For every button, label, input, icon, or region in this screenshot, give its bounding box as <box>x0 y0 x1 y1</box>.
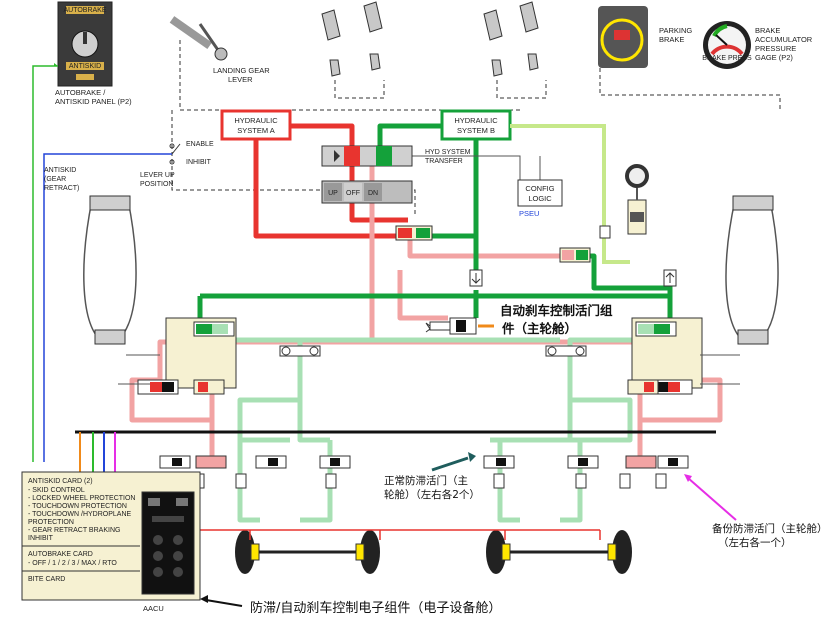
left-metering-valve <box>165 317 237 389</box>
aacu-arrow <box>205 599 243 607</box>
autobrake-valve-annotation-2: 件（主轮舱） <box>502 321 577 336</box>
right-backup-antiskid-valve <box>651 379 693 395</box>
right-metering-valve <box>631 317 703 389</box>
config-logic-label-1: CONFIG <box>525 184 554 193</box>
brake-shuttle-valve-left <box>279 345 321 357</box>
parking-brake-label-1: PARKING <box>659 26 692 35</box>
pseu-label: PSEU <box>519 209 539 218</box>
selector-dn: DN <box>368 190 378 197</box>
autobrake-panel-label-2: ANTISKID PANEL (P2) <box>55 97 132 106</box>
hyd-system-transfer-valve <box>321 145 413 167</box>
autobrake-control-valve <box>425 317 477 335</box>
bite-card-title: BITE CARD <box>28 576 65 583</box>
brake-pedals-left <box>321 1 383 77</box>
lever-up-label-2: POSITION <box>140 181 173 188</box>
center-metering-block-left <box>193 379 225 395</box>
accumulator-label-4: GAGE (P2) <box>755 53 793 62</box>
hydraulic-a-label-1: HYDRAULIC <box>234 116 278 125</box>
parking-brake-label-2: BRAKE <box>659 35 684 44</box>
config-logic-box: CONFIG LOGIC <box>517 179 563 207</box>
wheel-2 <box>355 530 380 574</box>
hydraulic-system-a-box: HYDRAULIC SYSTEM A <box>220 109 292 141</box>
parking-brake-valve <box>559 247 591 263</box>
antiskid-card-item-7: INHIBIT <box>28 535 54 542</box>
autobrake-antiskid-panel: AUTOBRAKE ANTISKID <box>57 1 113 87</box>
normal-antiskid-valves <box>159 455 689 469</box>
check-valve-accumulator-arrow <box>665 272 675 283</box>
lever-up-label-1: LEVER UP <box>140 172 175 179</box>
hydraulic-b-label-1: HYDRAULIC <box>454 116 498 125</box>
selector-up: UP <box>328 190 338 197</box>
autobrake-panel-label-1: AUTOBRAKE / <box>55 88 106 97</box>
left-backup-antiskid-valve <box>137 379 179 395</box>
accumulator-label-1: BRAKE <box>755 26 780 35</box>
landing-gear-lever-label-2: LEVER <box>228 75 253 84</box>
accumulator-pressure-gauge: BRAKE PRESS <box>702 21 752 69</box>
lever-position-switch <box>169 143 181 165</box>
antiskid-retract-label-3: RETRACT) <box>44 185 79 192</box>
wheel-speed-wiring <box>196 529 601 540</box>
normal-antiskid-annotation-1: 正常防滞活门（主 <box>384 474 468 487</box>
antiskid-retract-label-2: (GEAR <box>44 176 66 183</box>
autobrake-panel-title: AUTOBRAKE <box>63 7 106 14</box>
system-b-metered-lines <box>220 337 650 523</box>
autobrake-card-title: AUTOBRAKE CARD <box>28 551 93 558</box>
gauge-dial-text: BRAKE PRESS <box>702 55 752 62</box>
antiskid-card-item-6: - GEAR RETRACT BRAKING <box>28 527 120 534</box>
antiskid-retract-label-1: ANTISKID <box>44 167 76 174</box>
center-metering-block-right <box>627 379 659 395</box>
brake-accumulator <box>625 164 649 235</box>
gear-position-selector: UP OFF DN <box>321 180 413 204</box>
landing-gear-lever-label-1: LANDING GEAR <box>213 66 270 75</box>
config-wiring <box>412 155 541 180</box>
antiskid-card-item-2: - LOCKED WHEEL PROTECTION <box>28 495 135 502</box>
switch-enable-label: ENABLE <box>186 141 214 148</box>
antiskid-card-item-3: - TOUCHDOWN PROTECTION <box>28 503 127 510</box>
wheel-3 <box>486 530 511 574</box>
config-logic-label-2: LOGIC <box>528 194 552 203</box>
antiskid-card-item-1: - SKID CONTROL <box>28 487 85 494</box>
aacu-label: AACU <box>143 604 164 613</box>
antiskid-card-title: ANTISKID CARD (2) <box>28 478 93 485</box>
hyd-transfer-label-1: HYD SYSTEM <box>425 149 471 156</box>
wheel-1 <box>235 530 270 574</box>
normal-antiskid-annotation-2: 轮舱）（左右各2个） <box>384 488 480 501</box>
selector-off: OFF <box>346 190 360 197</box>
autobrake-card-modes: - OFF / 1 / 2 / 3 / MAX / RTO <box>28 560 117 567</box>
antiskid-panel-title: ANTISKID <box>69 63 101 70</box>
normal-antiskid-arrow <box>431 456 469 472</box>
autobrake-panel-signal <box>32 65 58 462</box>
antiskid-card-item-4: - TOUCHDOWN /HYDROPLANE <box>28 511 132 518</box>
main-gear-wheels <box>235 530 632 574</box>
accumulator-label-3: PRESSURE <box>755 44 796 53</box>
aacu-unit <box>141 491 195 595</box>
backup-antiskid-annotation-2: （左右各一个） <box>718 536 792 549</box>
switch-inhibit-label: INHIBIT <box>186 159 212 166</box>
backup-antiskid-arrow <box>687 477 737 521</box>
mechanical-linkages <box>171 40 781 214</box>
autobrake-valve-annotation-1: 自动刹车控制活门组 <box>500 303 613 318</box>
aacu-annotation: 防滞/自动刹车控制电子组件（电子设备舱） <box>250 600 501 616</box>
hydraulic-b-label-2: SYSTEM B <box>457 126 495 135</box>
parking-brake-icon <box>598 6 648 68</box>
brake-shuttle-valve-right <box>545 345 587 357</box>
antiskid-card-item-5: PROTECTION <box>28 519 74 526</box>
hydraulic-a-label-2: SYSTEM A <box>237 126 275 135</box>
wheel-4 <box>607 530 632 574</box>
check-valve-b-arrow <box>471 273 481 284</box>
hydraulic-system-b-box: HYDRAULIC SYSTEM B <box>440 109 512 141</box>
accumulator-check-valve <box>599 225 611 239</box>
accumulator-lines <box>510 124 630 264</box>
backup-antiskid-annotation-1: 备份防滞活门（主轮舱） <box>712 522 828 535</box>
shuttle-valve <box>395 225 433 241</box>
gear-strut-hardware <box>89 195 774 345</box>
gear-retract-signal <box>43 153 172 462</box>
brake-pedals-right <box>483 1 539 77</box>
hyd-transfer-label-2: TRANSFER <box>425 158 463 165</box>
landing-gear-lever-icon <box>169 16 228 61</box>
accumulator-label-2: ACCUMULATOR <box>755 35 813 44</box>
